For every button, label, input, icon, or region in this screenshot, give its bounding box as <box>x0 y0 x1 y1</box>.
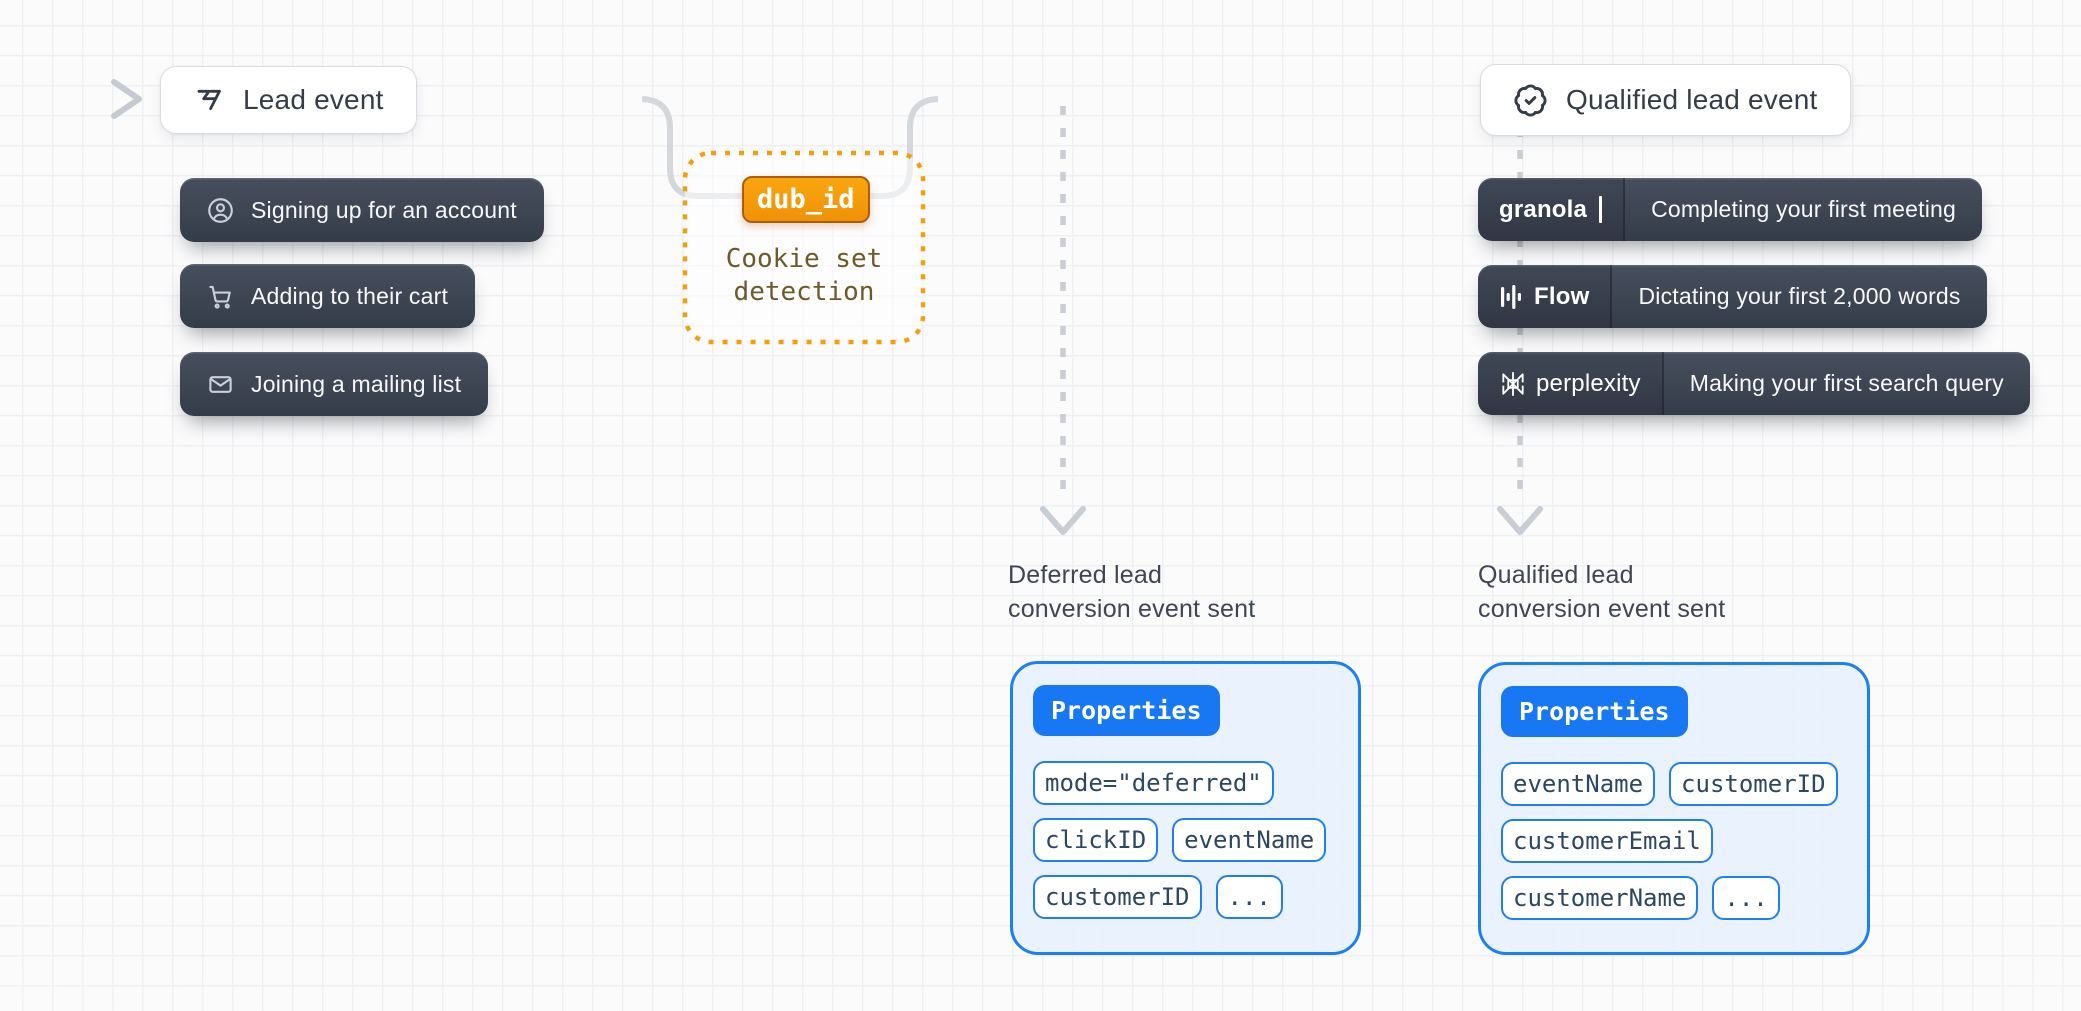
properties-row: clickID eventName <box>1033 818 1338 862</box>
deferred-branch-arrow-icon <box>1040 506 1086 535</box>
property-pill: ... <box>1215 875 1283 919</box>
cookie-detection-caption: Cookie set detection <box>685 243 923 309</box>
deferred-branch-label: Deferred lead conversion event sent <box>1008 558 1255 626</box>
lead-example-label: Adding to their cart <box>251 282 449 309</box>
properties-row: mode="deferred" <box>1033 761 1338 805</box>
cart-icon <box>207 283 234 310</box>
mail-icon <box>207 371 234 398</box>
dub-id-badge: dub_id <box>742 176 870 223</box>
qualified-lead-event-node: Qualified lead event <box>1480 64 1851 136</box>
property-pill: mode="deferred" <box>1033 761 1274 805</box>
lead-example-mailing-list: Joining a mailing list <box>180 352 489 416</box>
cookie-caption-line1: Cookie set <box>725 244 883 274</box>
granola-logo-icon: granola <box>1478 178 1624 241</box>
properties-row: customerID ... <box>1033 875 1338 919</box>
property-pill: customerName <box>1501 876 1699 920</box>
qualified-properties-box: Properties eventName customerID customer… <box>1478 662 1870 955</box>
brand-name: granola <box>1499 195 1588 223</box>
properties-row: customerEmail <box>1501 819 1847 863</box>
lead-example-label: Joining a mailing list <box>251 370 462 397</box>
lead-event-node: Lead event <box>160 66 417 134</box>
deferred-label-line2: conversion event sent <box>1008 595 1256 623</box>
property-pill: eventName <box>1501 762 1656 806</box>
qualified-branch-label: Qualified lead conversion event sent <box>1478 558 1725 626</box>
brand-name: Flow <box>1534 282 1590 310</box>
qualified-example-flow: Flow Dictating your first 2,000 words <box>1478 265 1987 328</box>
pill-divider <box>1623 178 1626 241</box>
pill-divider <box>1661 352 1664 415</box>
qualified-example-label: Making your first search query <box>1689 370 2004 396</box>
property-pill: customerEmail <box>1501 819 1713 863</box>
property-pill: customerID <box>1033 875 1202 919</box>
qualified-branch-arrow-icon <box>1497 506 1543 535</box>
badge-check-icon <box>1514 83 1547 117</box>
qualified-example-label: Completing your first meeting <box>1651 196 1957 222</box>
properties-row: eventName customerID <box>1501 762 1847 806</box>
property-pill: clickID <box>1033 818 1159 862</box>
qualified-example-label: Dictating your first 2,000 words <box>1638 283 1961 309</box>
properties-badge: Properties <box>1501 686 1688 737</box>
qualified-label-line1: Qualified lead <box>1478 561 1634 589</box>
deferred-properties-box: Properties mode="deferred" clickID event… <box>1010 661 1361 955</box>
qualified-label-line2: conversion event sent <box>1478 595 1726 623</box>
properties-badge: Properties <box>1033 685 1220 736</box>
lead-event-label: Lead event <box>243 84 384 115</box>
property-pill: ... <box>1712 876 1780 920</box>
lead-example-label: Signing up for an account <box>251 196 517 223</box>
lead-flag-icon <box>197 89 221 111</box>
perplexity-logo-icon <box>1499 370 1527 398</box>
cookie-caption-line2: detection <box>733 277 875 307</box>
lead-example-cart: Adding to their cart <box>180 264 476 328</box>
lead-example-signup: Signing up for an account <box>180 178 544 242</box>
flow-start-arrow-icon <box>111 79 142 119</box>
qualified-example-perplexity: perplexity Making your first search quer… <box>1478 352 2030 415</box>
qualified-example-granola: granola Completing your first meeting <box>1478 178 1983 241</box>
user-circle-icon <box>207 197 234 224</box>
properties-row: customerName ... <box>1501 876 1847 920</box>
qualified-lead-event-label: Qualified lead event <box>1566 84 1818 115</box>
flow-logo-icon <box>1499 284 1525 310</box>
property-pill: customerID <box>1669 762 1838 806</box>
property-pill: eventName <box>1172 818 1327 862</box>
granola-caret <box>1599 196 1603 223</box>
pill-divider <box>1610 265 1613 328</box>
brand-name: perplexity <box>1536 369 1641 397</box>
deferred-label-line1: Deferred lead <box>1008 561 1163 589</box>
